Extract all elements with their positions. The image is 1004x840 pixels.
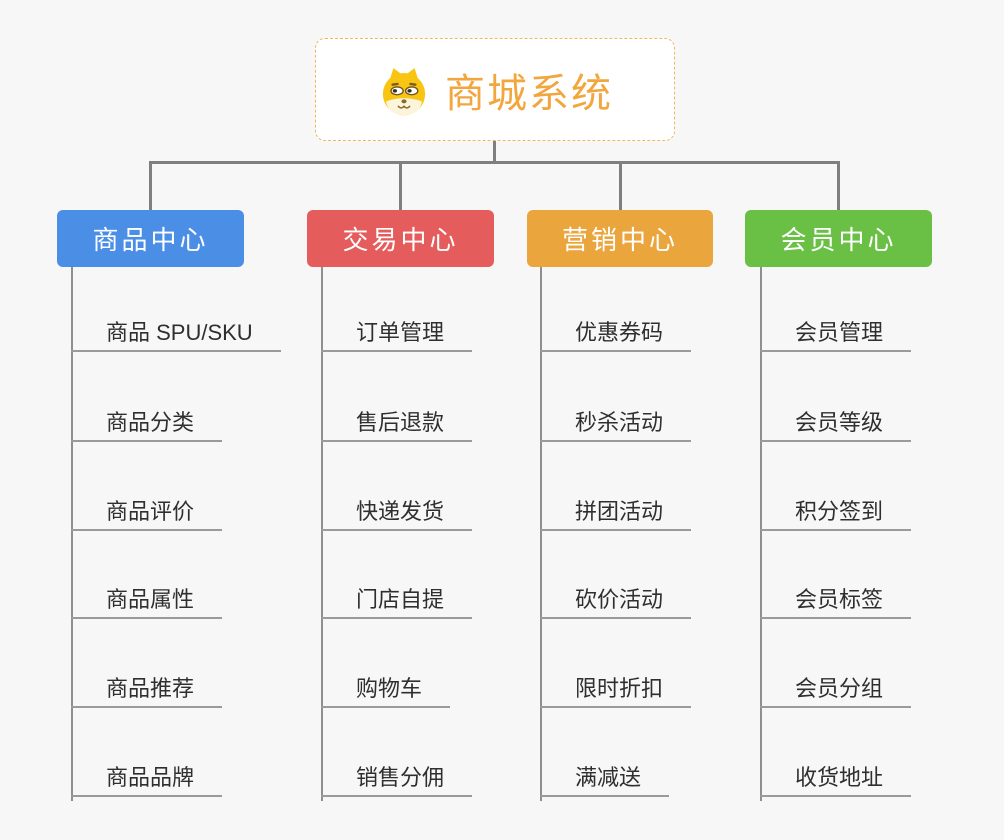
- child-node[interactable]: 限时折扣: [540, 664, 692, 708]
- child-node[interactable]: 商品品牌: [71, 753, 223, 797]
- spine-product-center: [71, 267, 73, 801]
- child-node[interactable]: 订单管理: [321, 308, 473, 352]
- child-node[interactable]: 收货地址: [760, 753, 912, 797]
- child-node[interactable]: 商品评价: [71, 487, 223, 531]
- branch-node-marketing-center[interactable]: 营销中心: [527, 210, 713, 267]
- child-node[interactable]: 积分签到: [760, 487, 912, 531]
- doge-icon: [382, 67, 426, 115]
- connector-drop-marketing: [619, 161, 622, 211]
- root-label: 商城系统: [445, 71, 613, 116]
- spine-trade-center: [321, 267, 323, 801]
- branch-node-trade-center[interactable]: 交易中心: [307, 210, 494, 267]
- child-node[interactable]: 商品 SPU/SKU: [71, 308, 281, 352]
- child-node[interactable]: 会员管理: [760, 308, 912, 352]
- child-node[interactable]: 快递发货: [321, 487, 473, 531]
- connector-root-stub: [493, 141, 496, 162]
- root-node-mall-system[interactable]: 商城系统: [315, 38, 675, 141]
- child-node[interactable]: 优惠券码: [540, 308, 692, 352]
- child-node[interactable]: 会员标签: [760, 575, 912, 619]
- child-node[interactable]: 砍价活动: [540, 575, 692, 619]
- child-node[interactable]: 会员等级: [760, 398, 912, 442]
- child-node[interactable]: 秒杀活动: [540, 398, 692, 442]
- connector-drop-member: [837, 161, 840, 211]
- child-node[interactable]: 满减送: [540, 753, 670, 797]
- branch-node-member-center[interactable]: 会员中心: [745, 210, 932, 267]
- spine-member-center: [760, 267, 762, 801]
- child-node[interactable]: 商品分类: [71, 398, 223, 442]
- child-node[interactable]: 销售分佣: [321, 753, 473, 797]
- child-node[interactable]: 购物车: [321, 664, 451, 708]
- branch-node-product-center[interactable]: 商品中心: [57, 210, 244, 267]
- child-node[interactable]: 商品推荐: [71, 664, 223, 708]
- connector-drop-trade: [399, 161, 402, 211]
- child-node[interactable]: 门店自提: [321, 575, 473, 619]
- child-node[interactable]: 拼团活动: [540, 487, 692, 531]
- child-node[interactable]: 会员分组: [760, 664, 912, 708]
- connector-drop-product: [149, 161, 152, 211]
- child-node[interactable]: 商品属性: [71, 575, 223, 619]
- spine-marketing-center: [540, 267, 542, 801]
- child-node[interactable]: 售后退款: [321, 398, 473, 442]
- connector-trunk: [149, 161, 840, 164]
